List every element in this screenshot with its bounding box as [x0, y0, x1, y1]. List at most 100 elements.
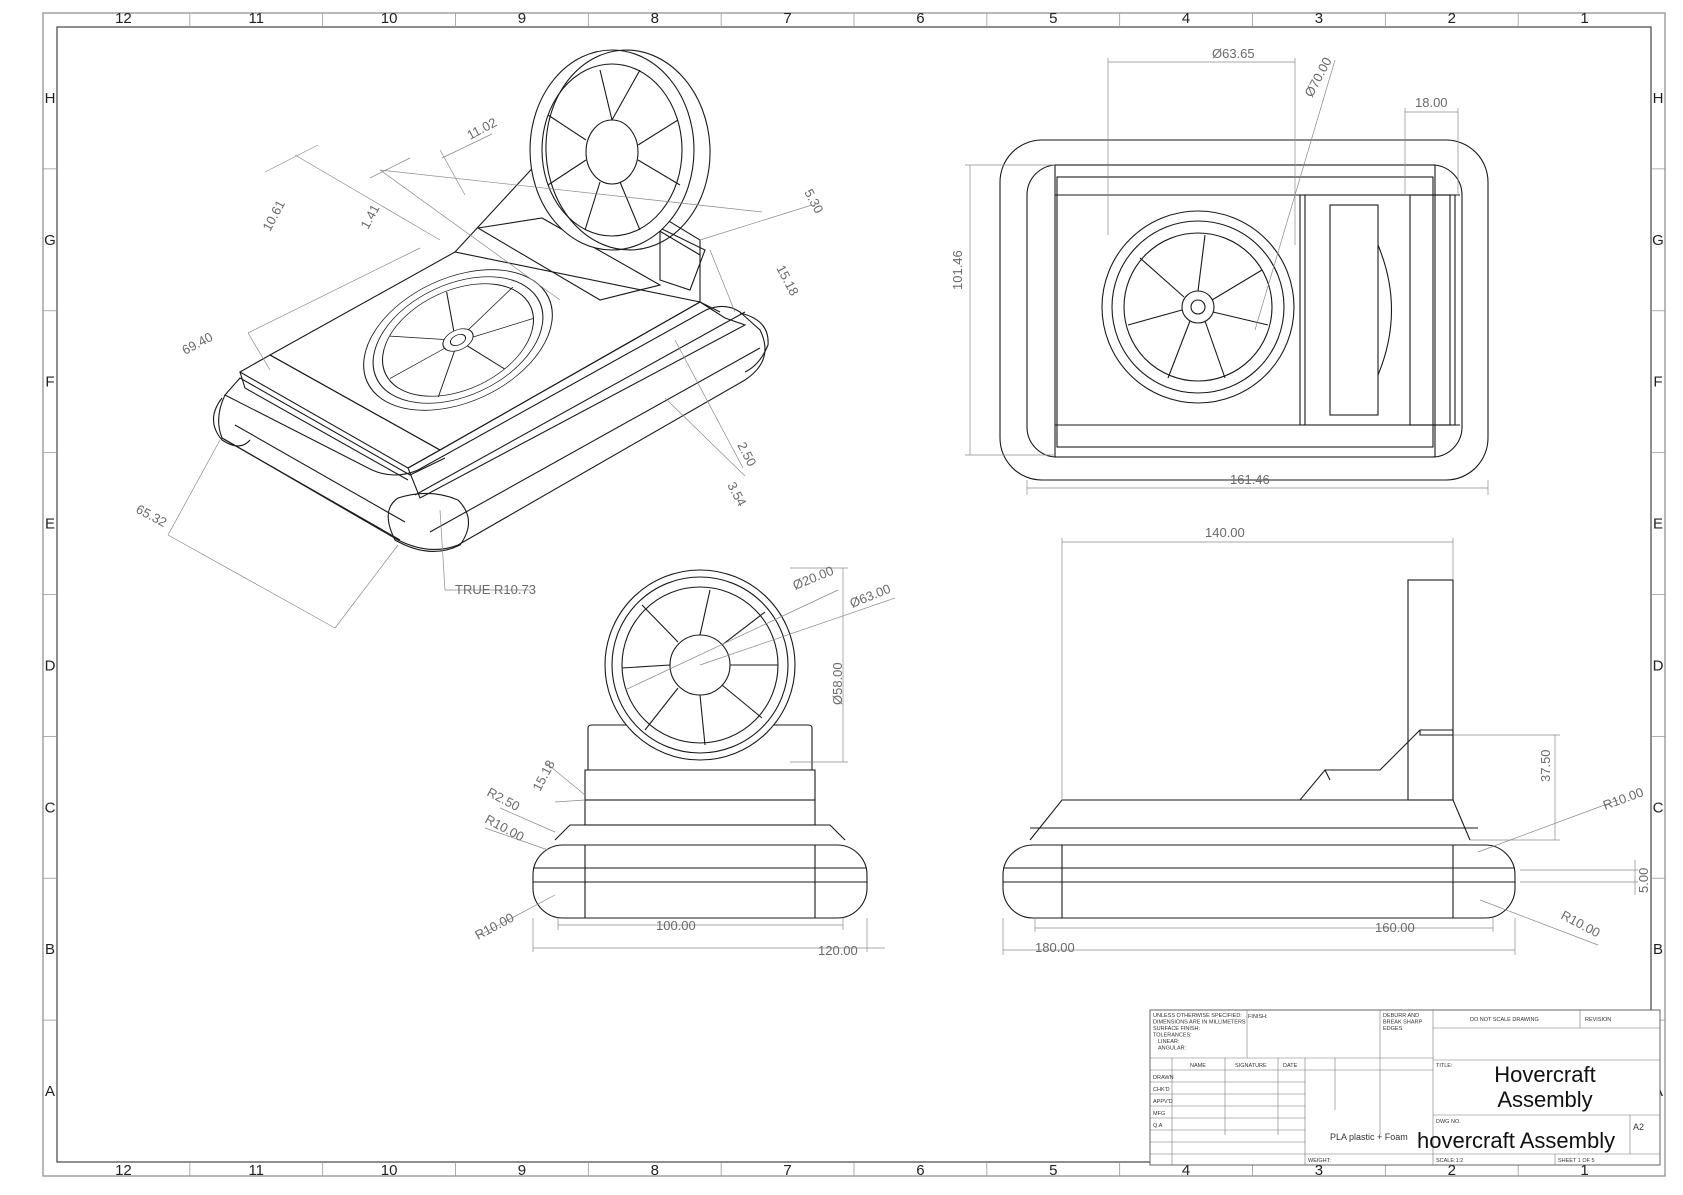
dim-65-32: 65.32 [134, 501, 170, 530]
rear-fan-blades-icon [547, 69, 681, 231]
zone-row-left-label: A [45, 1083, 55, 1100]
zone-row-left-label: F [45, 374, 54, 391]
deburr-note-line: BREAK SHARP [1383, 1020, 1422, 1026]
revision-label: REVISION [1585, 1017, 1611, 1023]
zone-col-bottom-label: 8 [651, 1162, 659, 1179]
zone-col-bottom-label: 1 [1580, 1162, 1588, 1179]
zone-row-left-label: E [45, 516, 55, 533]
general-note-line: DIMENSIONS ARE IN MILLIMETERS [1153, 1020, 1246, 1026]
approval-row-label: APPV'D [1153, 1099, 1173, 1105]
zone-row-right-label: E [1653, 516, 1663, 533]
col-name-header: NAME [1190, 1063, 1206, 1069]
dwg-no-label: DWG NO. [1436, 1119, 1461, 1125]
zone-col-bottom-label: 11 [248, 1162, 264, 1179]
dim-69-40: 69.40 [179, 329, 215, 358]
approval-row-label: Q.A [1153, 1123, 1163, 1129]
zone-row-left-label: H [45, 90, 56, 107]
approval-row-label: MFG [1153, 1111, 1165, 1117]
title-label: TITLE: [1436, 1063, 1453, 1069]
dim-dia-63-65: Ø63.65 [1212, 46, 1255, 61]
zone-col-top-label: 10 [381, 10, 398, 27]
dim-120-00: 120.00 [818, 943, 858, 958]
do-not-scale-note: DO NOT SCALE DRAWING [1470, 1017, 1539, 1023]
zone-col-top-label: 2 [1448, 10, 1456, 27]
zone-row-left-label: D [45, 657, 56, 674]
sheet-count: SHEET 1 OF 5 [1558, 1158, 1595, 1164]
zone-col-bottom-label: 10 [381, 1162, 398, 1179]
zone-row-left-label: B [45, 941, 55, 958]
dim-r10-00-lower: R10.00 [472, 910, 516, 943]
drawing-number: hovercraft Assembly [1417, 1128, 1615, 1153]
deburr-note-line: DEBURR AND [1383, 1013, 1419, 1019]
dim-180-00: 180.00 [1035, 940, 1075, 955]
dim-1-41: 1.41 [357, 202, 382, 231]
approval-row-label: DRAWN [1153, 1075, 1174, 1081]
zone-col-top-label: 9 [518, 10, 526, 27]
zone-col-bottom-label: 6 [916, 1162, 924, 1179]
title-block: UNLESS OTHERWISE SPECIFIED:DIMENSIONS AR… [1149, 1009, 1661, 1166]
col-date-header: DATE [1283, 1063, 1298, 1069]
side-view: 140.00 37.50 R10.00 5.00 R10.00 160.00 1… [1002, 525, 1651, 955]
front-view: Ø20.00 Ø63.00 Ø58.00 15.18 R2.50 R10.00 … [472, 563, 896, 958]
zone-row-right-label: G [1652, 232, 1664, 249]
dim-dia-58-00: Ø58.00 [830, 662, 845, 705]
zone-col-bottom-label: 9 [518, 1162, 526, 1179]
dim-2-50: 2.50 [734, 439, 759, 468]
zone-row-right-label: C [1653, 799, 1664, 816]
zone-row-left-label: C [45, 799, 56, 816]
zone-col-top-label: 11 [248, 10, 264, 27]
zone-col-bottom-label: 12 [115, 1162, 132, 1179]
material-note: PLA plastic + Foam [1330, 1132, 1408, 1142]
dim-3-54: 3.54 [724, 479, 749, 508]
scale-label: SCALE:1:2 [1436, 1158, 1463, 1164]
top-view: Ø63.65 Ø70.00 18.00 101.46 161.46 [950, 46, 1489, 495]
zone-row-right-label: H [1653, 90, 1664, 107]
dim-dia-20-00: Ø20.00 [791, 563, 836, 593]
dim-11-02: 11.02 [464, 115, 499, 143]
dim-100-00: 100.00 [656, 918, 696, 933]
dim-101-46: 101.46 [950, 250, 965, 290]
finish-label: FINISH: [1248, 1014, 1268, 1020]
general-note-line: UNLESS OTHERWISE SPECIFIED: [1153, 1013, 1242, 1019]
zone-col-bottom-label: 5 [1049, 1162, 1057, 1179]
dim-18-00: 18.00 [1415, 95, 1448, 110]
dim-15-18: 15.18 [773, 262, 802, 298]
zone-col-top-label: 8 [651, 10, 659, 27]
zone-col-bottom-label: 3 [1315, 1162, 1323, 1179]
dim-r10-00-side-upper: R10.00 [1601, 784, 1646, 812]
approval-row-label: CHK'D [1153, 1087, 1170, 1093]
zone-col-top-label: 4 [1182, 10, 1190, 27]
dim-37-50: 37.50 [1538, 749, 1553, 782]
zone-col-bottom-label: 2 [1448, 1162, 1456, 1179]
sheet-size: A2 [1633, 1122, 1644, 1132]
drawing-title-line-2: Assembly [1497, 1087, 1592, 1112]
dim-5-00: 5.00 [1636, 868, 1651, 893]
zone-col-top-label: 1 [1580, 10, 1588, 27]
zone-row-left-label: G [44, 232, 56, 249]
zone-col-top-label: 12 [115, 10, 132, 27]
general-note-line: ANGULAR: [1158, 1046, 1187, 1052]
zone-row-right-label: D [1653, 657, 1664, 674]
dim-15-18-front: 15.18 [529, 758, 558, 794]
dim-140-00: 140.00 [1205, 525, 1245, 540]
isometric-view: 11.02 10.61 1.41 5.30 15.18 69.40 2.50 3… [134, 49, 826, 629]
dim-r10-00-upper: R10.00 [483, 811, 527, 844]
zone-col-bottom-label: 4 [1182, 1162, 1190, 1179]
zone-col-top-label: 3 [1315, 10, 1323, 27]
general-note-line: TOLERANCES: [1153, 1033, 1192, 1039]
general-note-line: LINEAR: [1158, 1039, 1180, 1045]
true-radius-callout: TRUE R10.73 [455, 582, 536, 597]
general-note-line: SURFACE FINISH: [1153, 1026, 1201, 1032]
dim-10-61: 10.61 [259, 198, 288, 234]
zone-col-top-label: 5 [1049, 10, 1057, 27]
dim-r10-00-side-lower: R10.00 [1559, 907, 1603, 940]
dim-161-46: 161.46 [1230, 472, 1270, 487]
dim-160-00: 160.00 [1375, 920, 1415, 935]
weight-label: WEIGHT: [1308, 1158, 1331, 1164]
zone-row-right-label: B [1653, 941, 1663, 958]
drawing-title-line-1: Hovercraft [1494, 1062, 1595, 1087]
deburr-note-line: EDGES [1383, 1026, 1403, 1032]
